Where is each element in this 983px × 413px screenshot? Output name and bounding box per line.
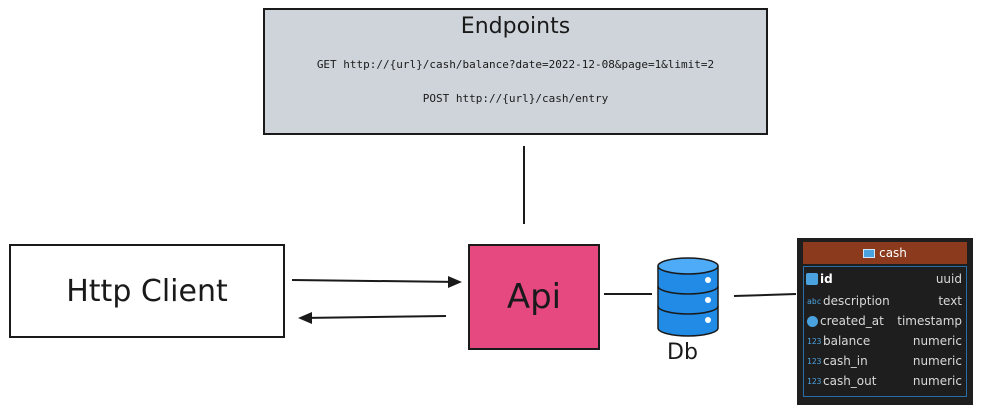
column-row: 123 cash_out numeric <box>804 371 966 391</box>
response-arrow <box>301 315 447 319</box>
column-row: created_at timestamp <box>804 311 966 331</box>
column-name: balance <box>823 334 871 348</box>
numeric-type-icon: 123 <box>807 356 822 366</box>
api-label: Api <box>506 277 562 317</box>
cash-table-card: cash id uuid abc description text create… <box>797 238 973 405</box>
column-type: uuid <box>935 272 962 286</box>
http-client-label: Http Client <box>66 273 228 309</box>
api-box: Api <box>468 244 600 350</box>
column-type: numeric <box>912 354 962 368</box>
text-type-icon: abc <box>807 296 822 306</box>
db-table-connector <box>733 293 797 297</box>
column-row: 123 balance numeric <box>804 331 966 351</box>
primary-key-icon <box>806 273 818 285</box>
column-type: text <box>938 294 962 308</box>
response-arrowhead <box>298 312 312 324</box>
column-name: cash_out <box>823 374 877 388</box>
table-header: cash <box>803 242 967 264</box>
numeric-type-icon: 123 <box>807 336 822 346</box>
column-type: numeric <box>912 334 962 348</box>
numeric-type-icon: 123 <box>807 376 822 386</box>
endpoints-title: Endpoints <box>460 14 571 39</box>
table-icon <box>863 248 876 258</box>
column-name: id <box>820 272 833 286</box>
column-row: 123 cash_in numeric <box>804 351 966 371</box>
column-row: id uuid <box>804 269 966 289</box>
endpoint-post: POST http://{url}/cash/entry <box>422 92 609 105</box>
clock-icon <box>807 315 818 327</box>
http-client-box: Http Client <box>9 244 285 338</box>
table-name: cash <box>879 246 907 260</box>
table-columns: id uuid abc description text created_at … <box>803 266 967 397</box>
database-icon <box>657 257 719 337</box>
endpoints-box: Endpoints GET http://{url}/cash/balance?… <box>263 8 768 135</box>
request-arrow <box>291 279 461 283</box>
request-arrowhead <box>448 276 462 288</box>
column-type: timestamp <box>897 314 962 328</box>
column-row: abc description text <box>804 291 966 311</box>
endpoint-get: GET http://{url}/cash/balance?date=2022-… <box>316 58 715 71</box>
database-label: Db <box>667 340 698 365</box>
column-name: cash_in <box>823 354 868 368</box>
column-name: created_at <box>820 314 884 328</box>
column-name: description <box>823 294 890 308</box>
column-type: numeric <box>912 374 962 388</box>
